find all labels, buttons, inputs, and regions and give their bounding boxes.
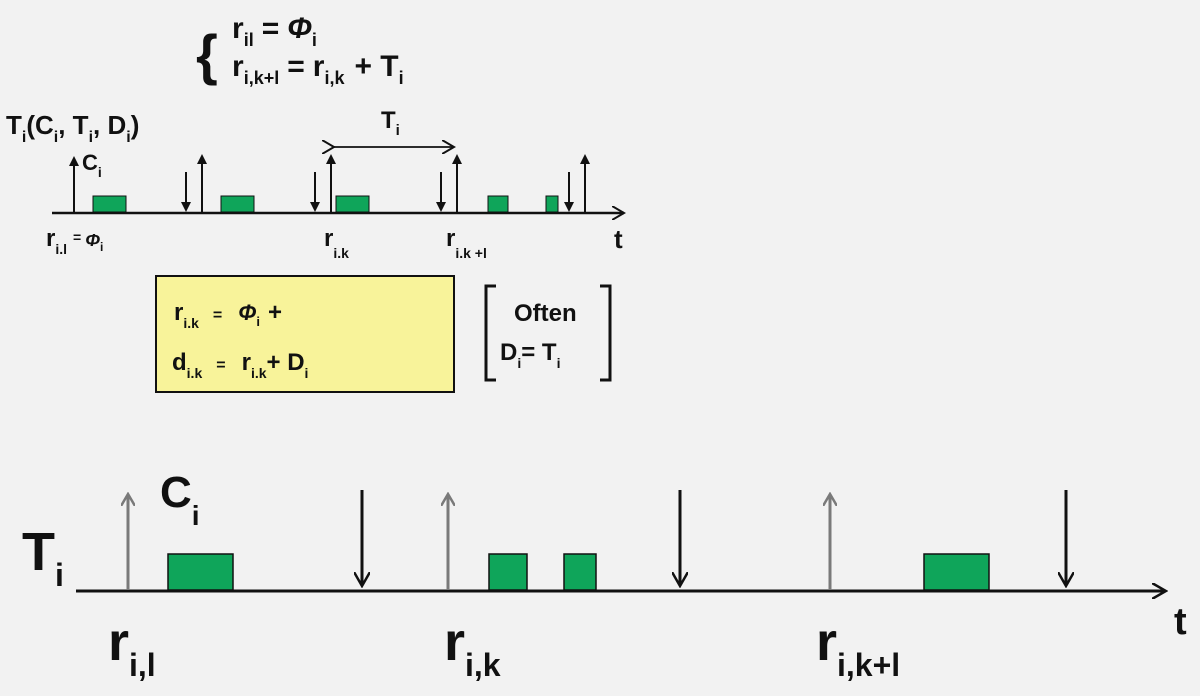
formula-row-deadline: di.k=ri.k+ Di [172, 349, 308, 381]
formula-box: ri.k=Φi+ di.k=ri.k+ Di [155, 275, 455, 393]
eq2-text: ri,k+l=ri,k+ Ti [232, 50, 404, 88]
formula-box-bg [155, 275, 455, 393]
bottom-release-label-k: ri,k [444, 612, 501, 683]
bottom-job-block [563, 553, 597, 591]
period-label: Ti [381, 107, 400, 139]
bottom-job-block [167, 553, 234, 591]
task-params-label: Ti(Ci, Ti, Di) [6, 110, 139, 146]
top-job-block [487, 195, 509, 213]
top-job-block [220, 195, 255, 213]
formula-row-release: ri.k=Φi+ [174, 299, 282, 331]
top-ci-label: Ci [82, 150, 102, 180]
bottom-release-label-k1: ri,k+l [816, 612, 900, 683]
top-job-block [545, 195, 559, 213]
often-note: Often Di= Ti [484, 284, 612, 382]
bottom-job-block [488, 553, 528, 591]
release-equations: { ril=Φi ri,k+l=ri,k+ Ti [196, 12, 404, 88]
top-job-block [92, 195, 127, 213]
top-release-label-k: ri.k [324, 225, 349, 261]
top-timeline: Ti(Ci, Ti, Di) t Ci Ti ri.l=Φi ri.k ri.k… [6, 107, 624, 261]
note-often: Often [514, 300, 577, 327]
bottom-axis-t-label: t [1174, 601, 1187, 643]
top-release-label-k1: ri.k +l [446, 225, 487, 261]
bottom-ci-label: Ci [160, 468, 200, 531]
bottom-task-label: Ti [22, 522, 64, 593]
top-axis-t-label: t [614, 224, 623, 254]
note-right-bracket [600, 284, 612, 382]
curly-brace: { [196, 23, 218, 86]
top-release-label-first: ri.l=Φi [46, 225, 103, 257]
note-left-bracket [484, 284, 496, 382]
bottom-job-block [923, 553, 990, 591]
note-di-equals-ti: Di= Ti [500, 339, 560, 371]
bottom-timeline: Ti Ci t ri,l ri,k ri,k+l [22, 468, 1187, 683]
bottom-release-label-first: ri,l [108, 612, 156, 683]
top-job-block [335, 195, 370, 213]
eq1-text: ril=Φi [232, 12, 317, 50]
